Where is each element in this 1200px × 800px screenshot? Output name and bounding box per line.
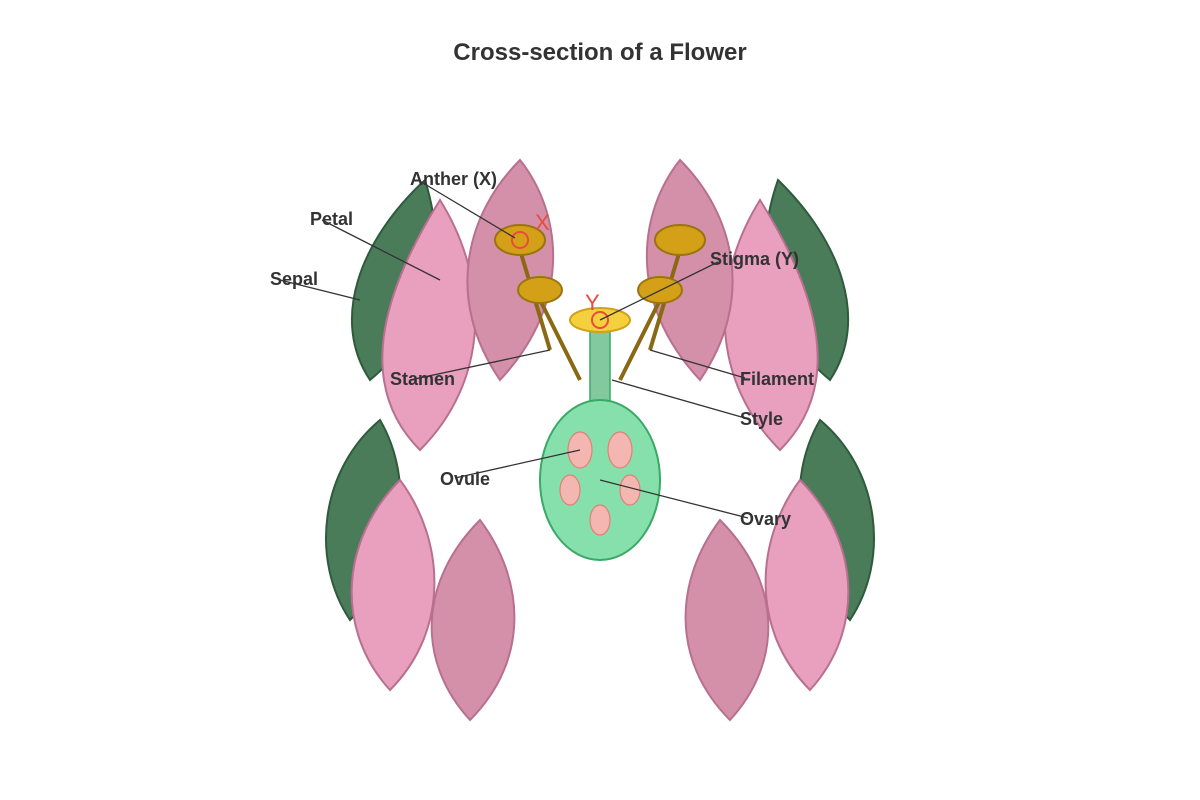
leader-line-ovary	[599, 479, 749, 519]
label-sepal: Sepal	[270, 269, 318, 289]
label-petal: Petal	[310, 209, 353, 229]
leader-line-anther	[417, 179, 516, 239]
part-labels: Anther (X) Petal Sepal Stigma (Y) Stamen…	[270, 169, 814, 529]
leader-line-ovule	[454, 449, 581, 479]
marker-y-circle	[591, 311, 609, 329]
label-anther: Anther (X)	[410, 169, 497, 189]
label-style: Style	[740, 409, 783, 429]
style	[589, 319, 611, 411]
leader-line-sepal	[279, 279, 361, 301]
ovule	[589, 504, 611, 536]
leader-line-stamen	[409, 349, 551, 381]
label-stigma: Stigma (Y)	[710, 249, 799, 269]
ovule	[559, 474, 581, 506]
petals	[350, 158, 850, 722]
marker-x-label: X	[535, 210, 550, 235]
pistil	[539, 307, 661, 561]
petal-lower-right-outer	[764, 478, 850, 692]
label-stamen: Stamen	[390, 369, 455, 389]
label-filament: Filament	[740, 369, 814, 389]
petal-lower-left-inner	[430, 518, 516, 722]
leader-lines	[279, 179, 749, 519]
ovule	[607, 431, 633, 469]
petal-lower-left-outer	[350, 478, 436, 692]
anther-right-upper	[654, 224, 706, 256]
marker-y-label: Y	[585, 290, 600, 315]
petal-lower-right-inner	[684, 518, 770, 722]
leader-line-style	[611, 379, 746, 419]
markers: X Y	[511, 210, 609, 329]
petal-upper-right-inner	[645, 158, 734, 382]
marker-x-circle	[511, 231, 529, 249]
label-ovary: Ovary	[740, 509, 791, 529]
diagram-title: Cross-section of a Flower	[453, 39, 746, 66]
anther-left-lower	[517, 276, 563, 304]
petal-upper-left-inner	[466, 158, 555, 382]
filament-left-inner	[538, 299, 582, 381]
leader-line-petal	[321, 219, 441, 281]
leader-line-filament	[649, 349, 746, 379]
anther-left-upper	[494, 224, 546, 256]
stamens	[494, 224, 706, 381]
filament-right-inner	[618, 299, 662, 381]
leader-line-stigma	[599, 261, 719, 321]
label-ovule: Ovule	[440, 469, 490, 489]
